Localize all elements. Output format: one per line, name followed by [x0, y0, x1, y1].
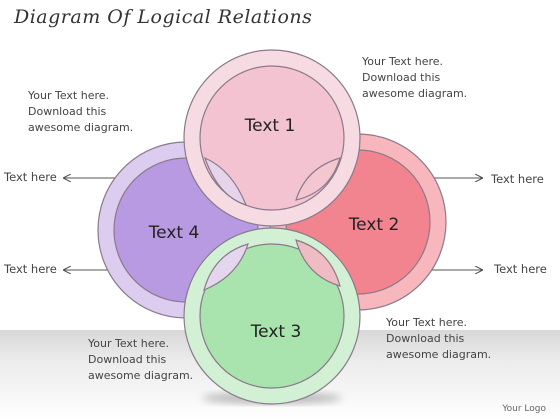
note-top-left: Your Text here. Download this awesome di… — [28, 89, 134, 134]
side-label-right-lower: Text here — [494, 262, 547, 276]
side-label-right-upper: Text here — [491, 172, 544, 186]
circle-label-4: Text 4 — [148, 223, 200, 243]
circle-label-3: Text 3 — [250, 322, 302, 342]
circle-label-2: Text 2 — [348, 215, 400, 235]
side-label-left-lower: Text here — [4, 262, 57, 276]
circle-text-1 — [183, 49, 361, 227]
logo: Your Logo — [502, 404, 546, 414]
note-bottom-right: Your Text here. Download this awesome di… — [386, 316, 492, 361]
note-top-right: Your Text here. Download this awesome di… — [362, 55, 468, 100]
circle-label-1: Text 1 — [244, 116, 296, 136]
page-title: Diagram Of Logical Relations — [14, 6, 313, 28]
side-label-left-upper: Text here — [4, 170, 57, 184]
note-bottom-left: Your Text here. Download this awesome di… — [88, 337, 194, 382]
overlap-lenses — [203, 156, 341, 292]
